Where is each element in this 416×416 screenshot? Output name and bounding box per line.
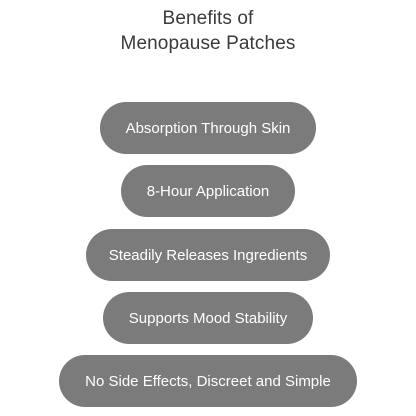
benefit-pill-release: Steadily Releases Ingredients [86,229,330,281]
title-line-2: Menopause Patches [120,33,296,54]
benefit-pill-side-effects: No Side Effects, Discreet and Simple [59,355,357,407]
benefit-pill-mood: Supports Mood Stability [103,292,313,344]
page-title: Benefits of Menopause Patches [0,6,416,56]
benefit-pill-absorption: Absorption Through Skin [100,102,316,154]
benefit-pill-application: 8-Hour Application [121,165,295,217]
title-line-1: Benefits of [162,8,254,29]
